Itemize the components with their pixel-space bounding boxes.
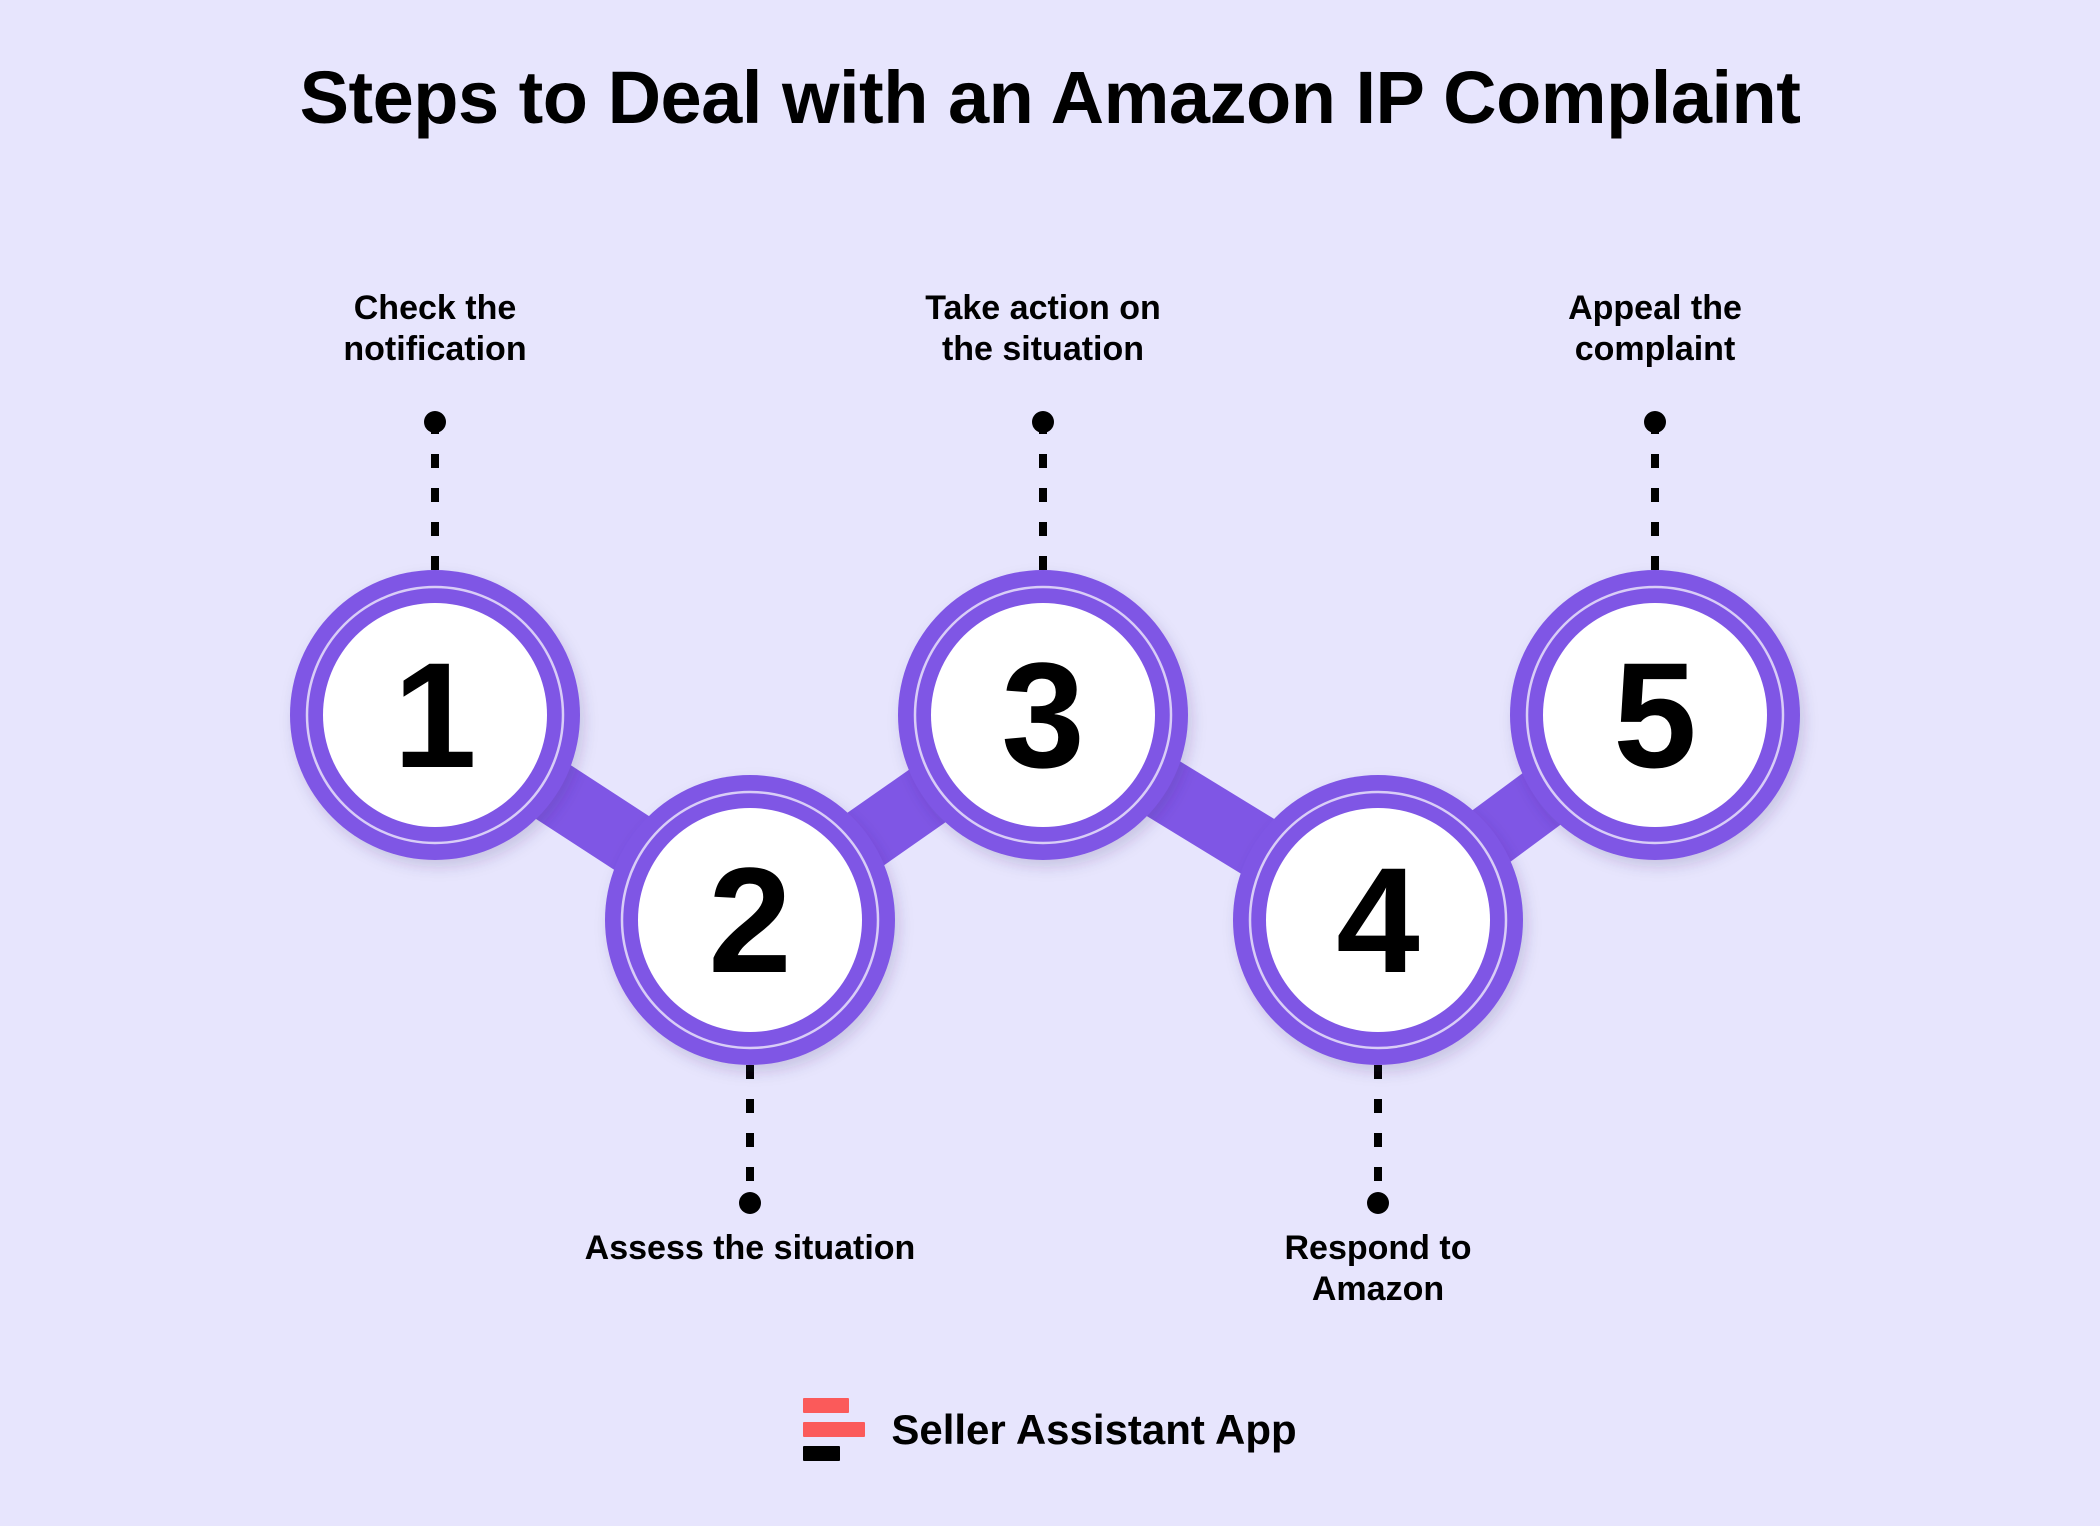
step-node-3-hairline: [913, 585, 1173, 845]
label-leader-lines: [424, 411, 1666, 1214]
step-label-1: Check the notification: [343, 289, 527, 369]
step-node-3[interactable]: 3: [898, 570, 1188, 860]
leader-dot-step-1: [424, 411, 446, 433]
step-node-3-inner-disc: [931, 603, 1155, 827]
step-node-4-number: 4: [1336, 836, 1419, 1004]
footer-brand: Seller Assistant App: [0, 1398, 2100, 1461]
step-node-4-hairline: [1248, 790, 1508, 1050]
step-node-2-hairline: [620, 790, 880, 1050]
step-label-4: Respond to Amazon: [1284, 1229, 1472, 1309]
leader-dot-step-4: [1367, 1192, 1389, 1214]
step-node-4[interactable]: 4: [1233, 775, 1523, 1065]
leader-dot-step-3: [1032, 411, 1054, 433]
step-node-2-number: 2: [708, 836, 791, 1004]
step-node-5-hairline: [1525, 585, 1785, 845]
step-node-1[interactable]: 1: [290, 570, 580, 860]
step-node-5[interactable]: 5: [1510, 570, 1800, 860]
logo-bar-bottom: [803, 1446, 841, 1461]
step-node-4-inner-disc: [1266, 808, 1490, 1032]
logo-bar-top: [803, 1398, 850, 1413]
step-label-2: Assess the situation: [584, 1229, 916, 1267]
brand-name: Seller Assistant App: [891, 1405, 1297, 1453]
step-node-1-number: 1: [393, 631, 476, 799]
step-node-3-number: 3: [1001, 631, 1084, 799]
step-node-2[interactable]: 2: [605, 775, 895, 1065]
leader-dot-step-2: [739, 1192, 761, 1214]
logo-bar-middle: [803, 1422, 866, 1437]
step-node-5-number: 5: [1613, 631, 1696, 799]
step-node-2-inner-disc: [638, 808, 862, 1032]
step-label-3: Take action on the situation: [925, 289, 1161, 369]
seller-assistant-logo-icon: [803, 1398, 866, 1461]
step-node-1-hairline: [305, 585, 565, 845]
page-title: Steps to Deal with an Amazon IP Complain…: [299, 56, 1801, 139]
leader-dot-step-5: [1644, 411, 1666, 433]
step-label-5: Appeal the complaint: [1568, 289, 1742, 369]
step-node-1-inner-disc: [323, 603, 547, 827]
step-node-5-inner-disc: [1543, 603, 1767, 827]
